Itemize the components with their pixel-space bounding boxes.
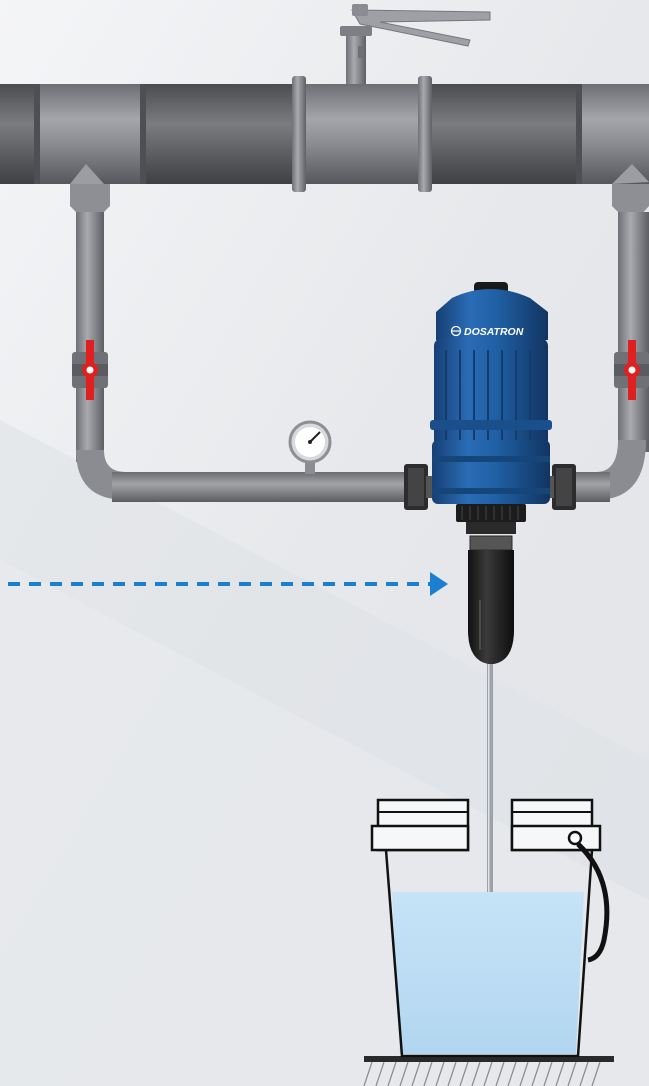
water-fill bbox=[392, 892, 584, 1054]
bypass-valve-right-icon[interactable] bbox=[614, 340, 649, 400]
brand-logo-icon bbox=[450, 325, 462, 337]
pump-outlet-union bbox=[540, 464, 576, 510]
flow-direction-arrow-icon bbox=[8, 572, 448, 596]
shutoff-valve-handle-icon[interactable] bbox=[340, 4, 491, 86]
bypass-pipe-right bbox=[570, 164, 649, 502]
concentrate-bucket-icon bbox=[363, 798, 614, 1086]
brand-label: DOSATRON bbox=[464, 326, 524, 338]
bypass-pipe-left bbox=[70, 164, 412, 502]
pressure-gauge-icon bbox=[288, 420, 332, 474]
injector-body bbox=[468, 535, 514, 664]
pump-inlet-union bbox=[404, 464, 440, 510]
main-water-pipe bbox=[0, 76, 649, 192]
bypass-valve-left-icon[interactable] bbox=[72, 340, 108, 400]
dosing-pump: DOSATRON bbox=[430, 282, 552, 534]
